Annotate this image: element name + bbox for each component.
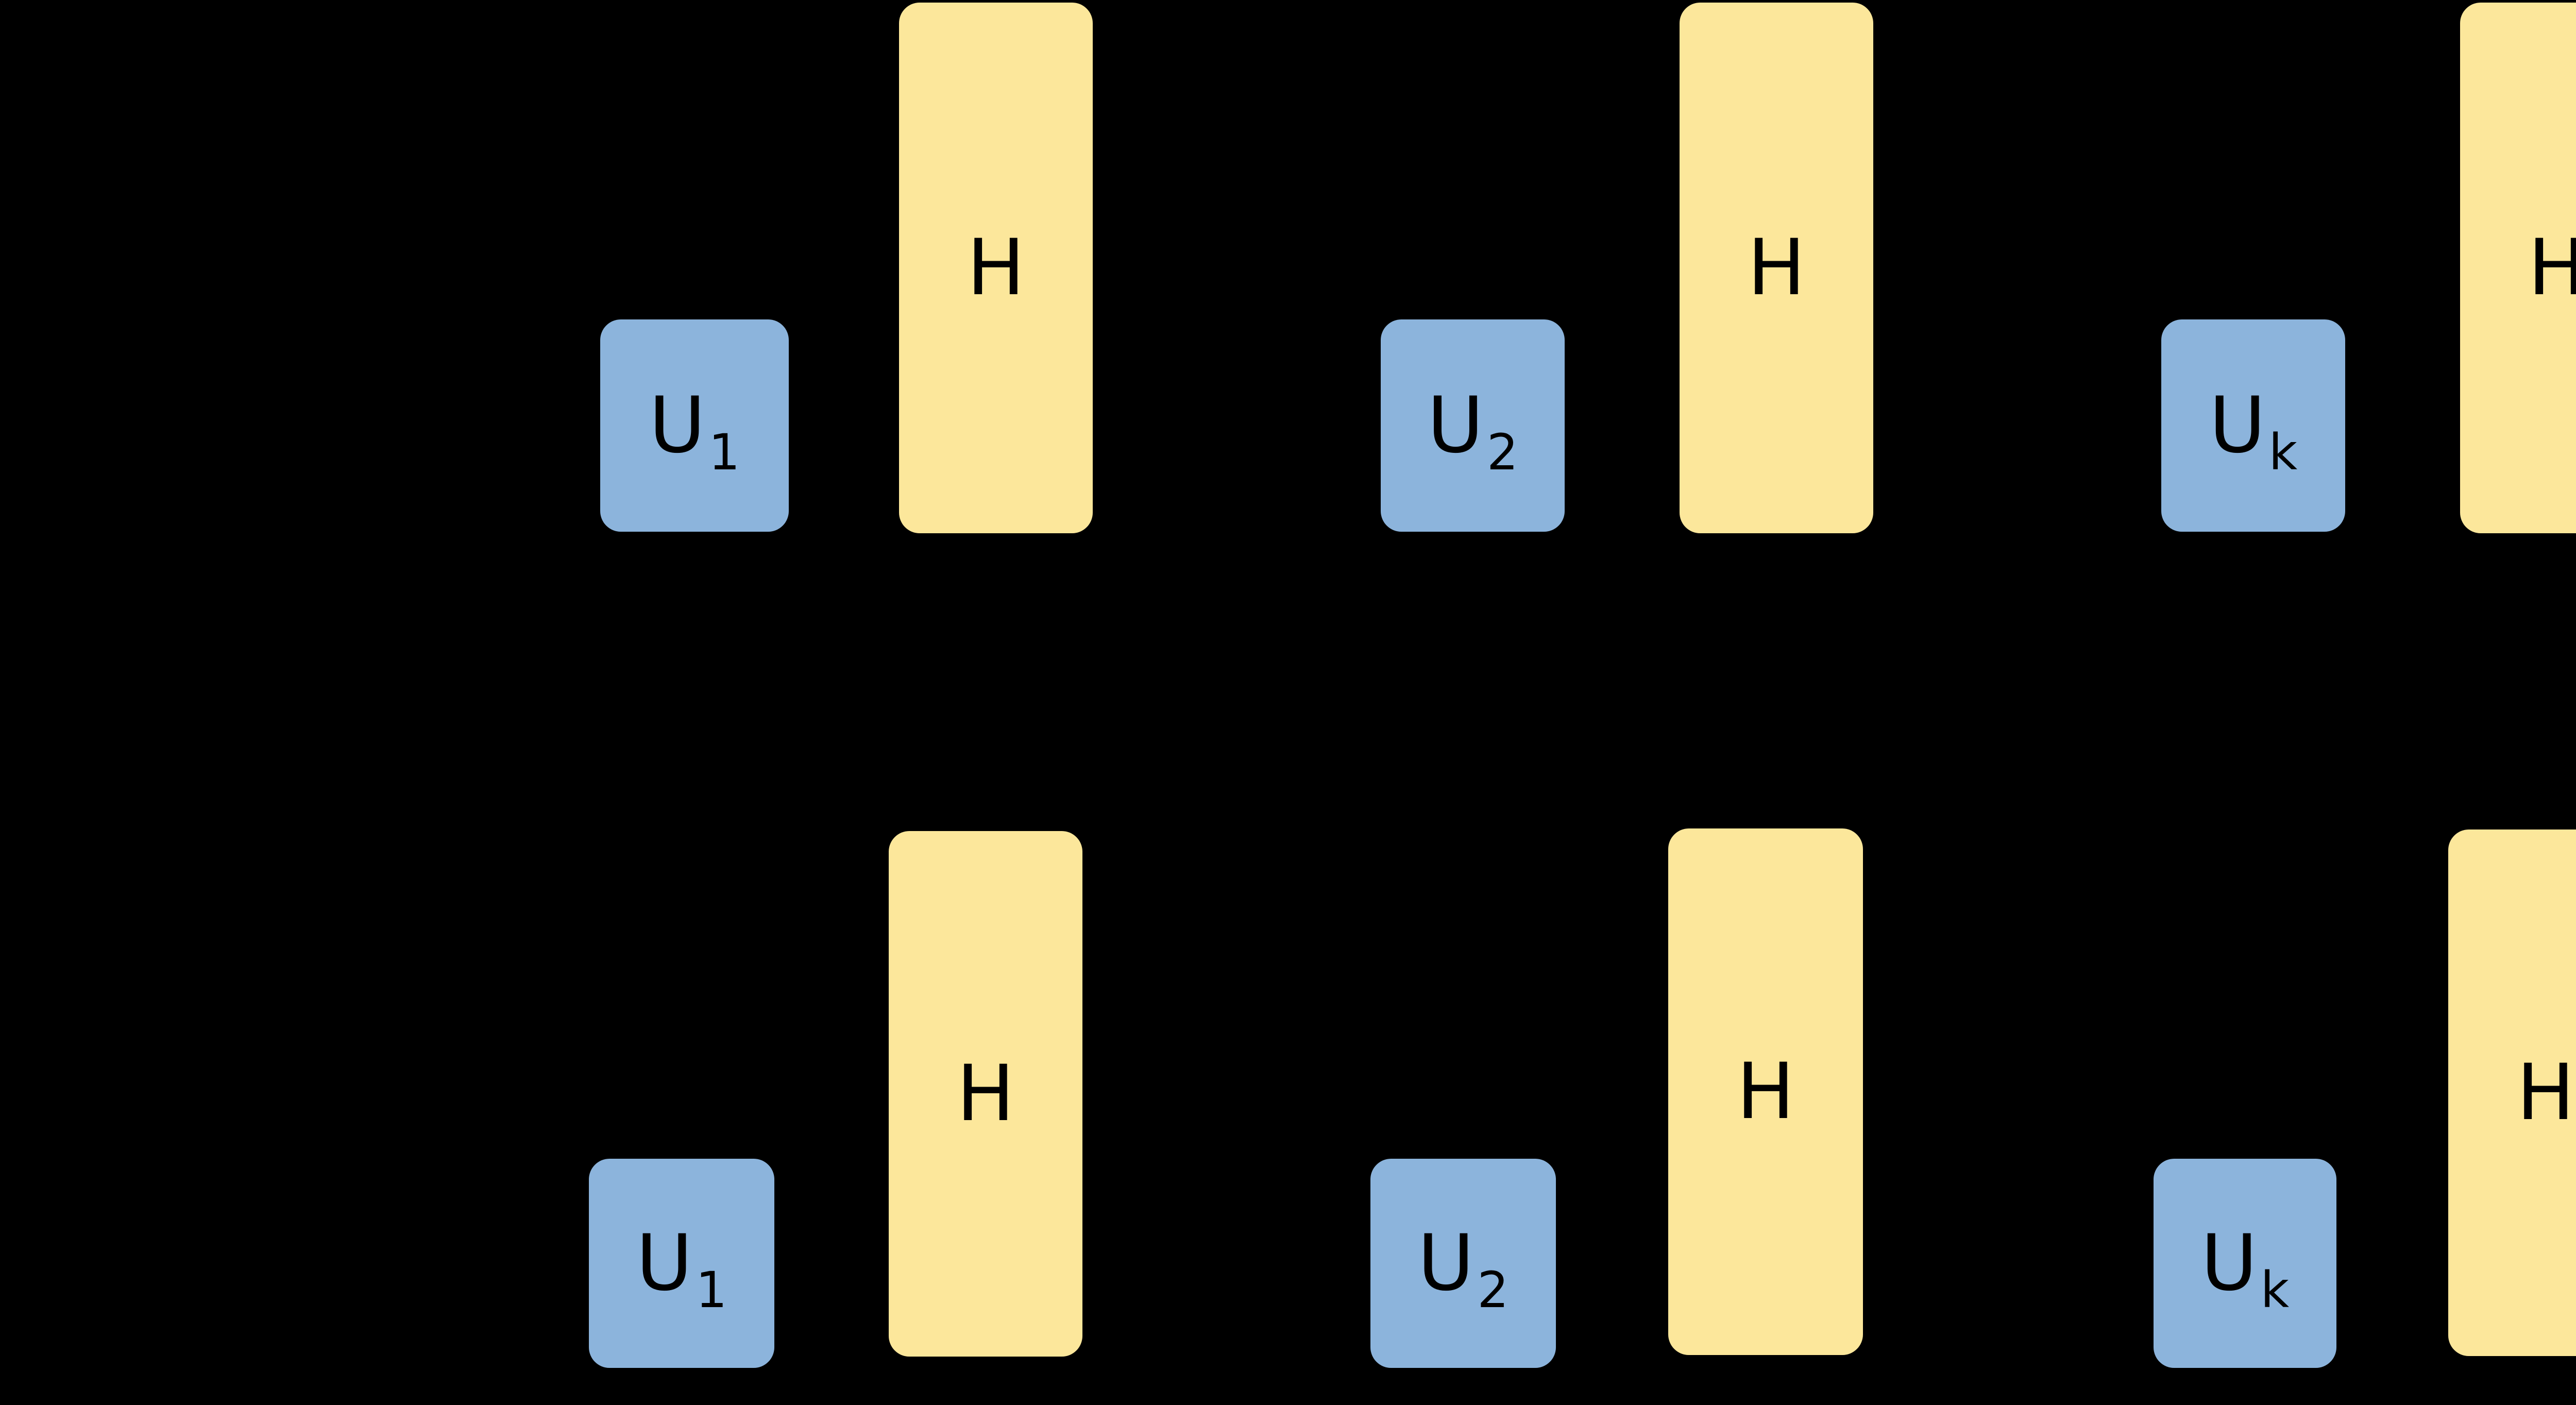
gate-symbol: H [2528, 223, 2576, 313]
gate-subscript: 2 [1477, 1261, 1509, 1319]
gate-symbol: U [649, 381, 706, 470]
gate-label: H [967, 229, 1025, 307]
gate-bot-h3[interactable]: H [2448, 830, 2576, 1356]
gate-label: H [2517, 1054, 2575, 1131]
gate-symbol: U [1427, 381, 1484, 470]
gate-top-h3[interactable]: H [2460, 3, 2576, 533]
gate-subscript: 2 [1486, 424, 1518, 481]
gate-label: H [2528, 229, 2576, 307]
gate-bot-h2[interactable]: H [1668, 828, 1863, 1355]
gate-label: H [957, 1055, 1015, 1132]
gate-bot-h1[interactable]: H [889, 831, 1082, 1357]
gate-symbol: H [2516, 1048, 2575, 1138]
gate-symbol: H [1747, 223, 1806, 313]
gate-symbol: H [956, 1049, 1015, 1139]
gate-top-h2[interactable]: H [1680, 3, 1873, 533]
gate-symbol: H [1736, 1047, 1795, 1137]
gate-symbol: U [636, 1218, 693, 1308]
gate-subscript: 1 [708, 424, 740, 481]
gate-subscript: k [2268, 424, 2298, 481]
gate-label: H [1737, 1053, 1795, 1130]
gate-top-h1[interactable]: H [899, 3, 1093, 533]
gate-label: H [1748, 229, 1806, 307]
gate-subscript: k [2260, 1261, 2290, 1319]
gate-symbol: U [2209, 381, 2266, 470]
gate-subscript: 1 [696, 1261, 727, 1319]
gate-symbol: U [2200, 1218, 2258, 1308]
gate-symbol: U [1417, 1218, 1475, 1308]
gate-symbol: H [967, 223, 1025, 313]
